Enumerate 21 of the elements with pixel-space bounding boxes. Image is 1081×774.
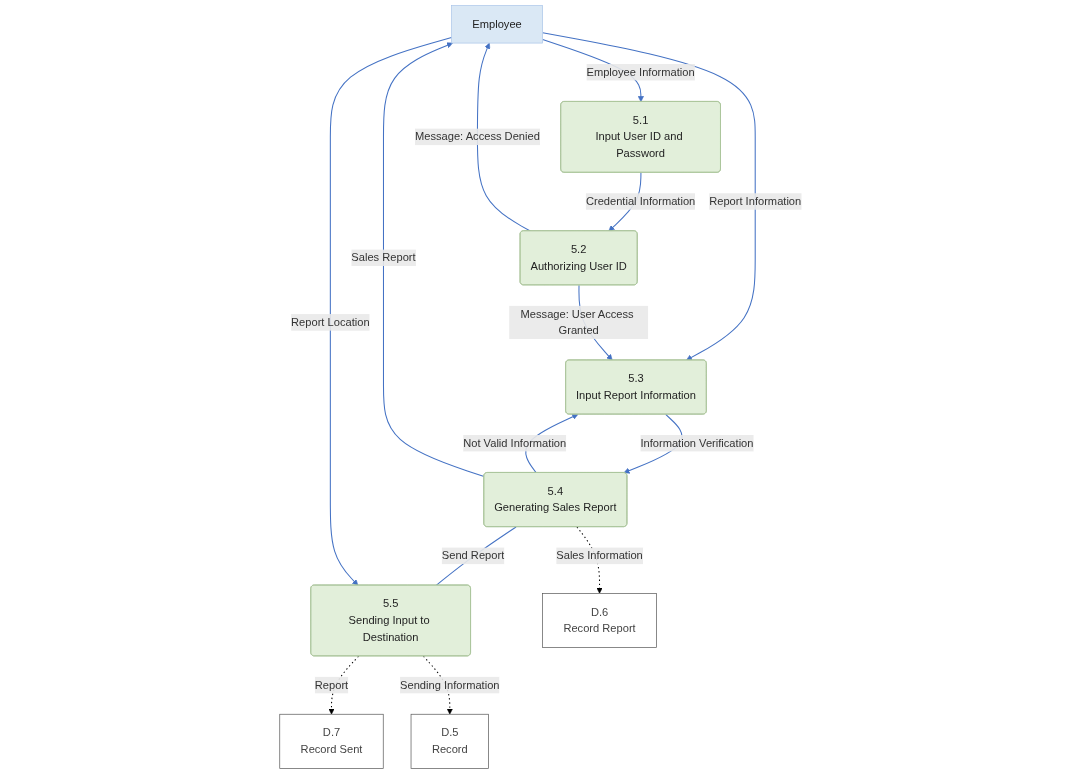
node-box: Employee (451, 5, 543, 44)
edge-label: Send Report (441, 549, 505, 562)
edge-label: Sending Information (400, 678, 500, 691)
edge-label: Message: Access Denied (415, 130, 540, 143)
edge-label: Employee Information (586, 66, 695, 78)
edge-label: Credential Information (585, 195, 696, 208)
arrow (476, 42, 531, 232)
arrow (382, 42, 485, 477)
edge-label: Message: User Access Granted (520, 307, 634, 337)
node-box: D.5 Record (410, 713, 489, 769)
node-box: D.6 Record Report (542, 593, 657, 648)
arrow (329, 36, 453, 586)
edge-label: Information Verification (640, 437, 754, 449)
edge-label: Report (314, 678, 349, 691)
node-box: D.7 Record Sent (279, 713, 384, 769)
edge-label: Report Information (709, 195, 802, 208)
connector (435, 526, 517, 586)
edge-label: Report Location (291, 316, 370, 328)
edge-label: Sales Report (351, 251, 416, 264)
edge-label: Sales Information (556, 549, 643, 562)
edge-label: Not Valid Information (463, 437, 567, 449)
